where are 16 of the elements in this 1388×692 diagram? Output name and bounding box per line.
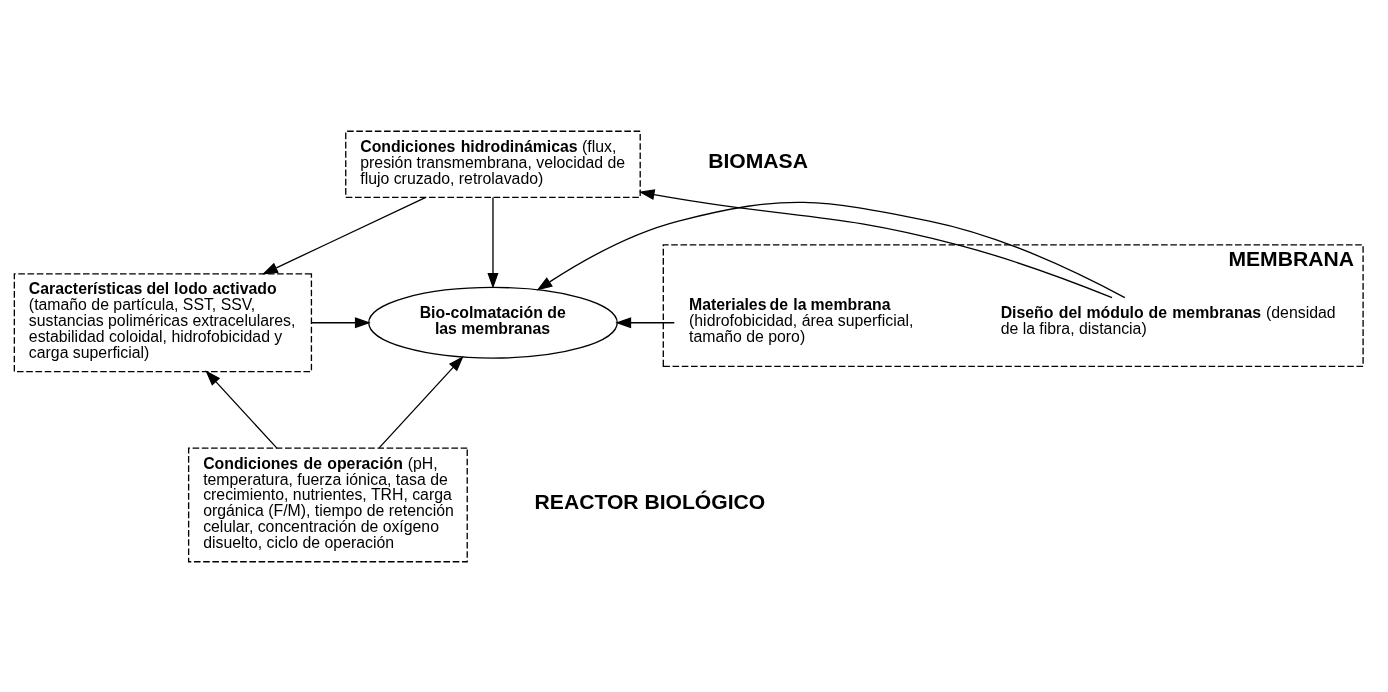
node-text: Diseño del módulo de membranas (densidad de la fibra, distancia) <box>1000 303 1336 337</box>
arrow <box>311 316 371 328</box>
arrow <box>487 196 499 289</box>
arrow <box>378 355 464 449</box>
arrow <box>638 188 1113 298</box>
label: BIOMASA <box>708 148 808 172</box>
arrow <box>205 369 278 449</box>
node-box: Características del lodo activado (tamaño de partícula, SST, SSV, sustancias poliméricas extracelulares, estabilidad coloidal, hidrofobicidad y carga superficial) <box>13 272 313 372</box>
label: REACTOR BIOLÓGICO <box>534 489 766 513</box>
node-box: Condiciones de operación (pH, temperatura, fuerza iónica, tasa de crecimiento, nutrientes, TRH, carga orgánica (F/M), tiempo de retención celular, concentración de oxígeno disuelto, ciclo de operación <box>187 447 468 562</box>
node-box: Condiciones hidrodinámicas (flux, presión transmembrana, velocidad de flujo cruzado, retrolavado) <box>345 130 641 198</box>
arrow <box>615 316 675 328</box>
node-text: Materiales de la membrana (hidrofobicidad, área superficial, tamaño de poro) <box>689 295 914 345</box>
node-ellipse: Bio-colmatación de las membranas <box>368 286 618 359</box>
arrow <box>536 201 1126 298</box>
arrow <box>262 196 427 275</box>
